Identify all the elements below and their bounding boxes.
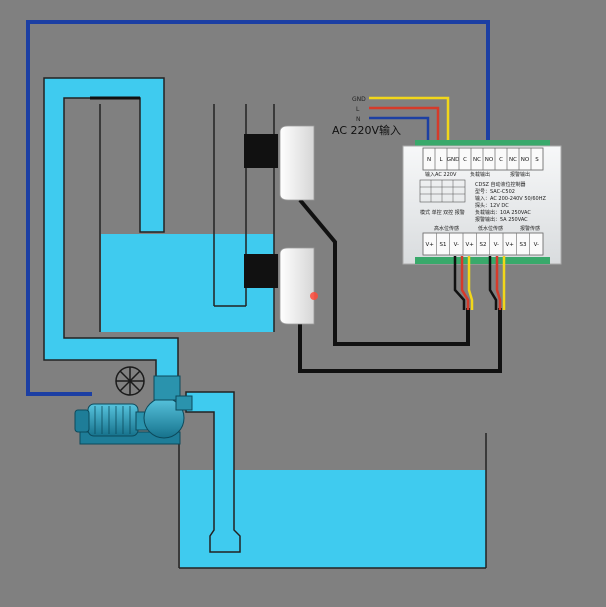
upper-level-sensor xyxy=(244,125,315,201)
sensor-leads xyxy=(453,256,506,310)
terminal-label: GND xyxy=(447,157,460,163)
upper-tank-sensor-tube-water-gap xyxy=(214,234,246,304)
terminal-label: V- xyxy=(534,242,539,248)
supply-pipe-water xyxy=(43,77,179,381)
priming-valve-handwheel-icon xyxy=(115,366,145,396)
terminal-cell xyxy=(530,147,544,171)
terminal-label: L xyxy=(439,157,443,163)
spec-alarm: 报警输出：5A 250VAC xyxy=(475,216,528,223)
wire-l xyxy=(369,106,440,146)
wire-label-gnd: GND xyxy=(352,96,366,103)
capacitive-level-sensor-icon xyxy=(279,247,315,325)
terminal-label: S1 xyxy=(440,242,447,248)
wiring-mini-diagram xyxy=(419,179,466,203)
lower-sensor-clamp xyxy=(244,254,278,288)
spec-input: 输入：AC 200-240V 50/60HZ xyxy=(475,195,546,202)
terminal-label: V- xyxy=(494,242,499,248)
bottom-group-1: 高水位传感 xyxy=(434,225,459,232)
lower-sensor-cable xyxy=(298,308,502,373)
lower-level-sensor xyxy=(244,247,318,325)
spec-load: 负载输出：10A 250VAC xyxy=(475,209,531,216)
bottom-group-3: 报警传感 xyxy=(520,225,540,232)
terminal-label: S xyxy=(535,157,539,163)
terminal-label: S3 xyxy=(520,242,527,248)
terminal-label: C xyxy=(463,157,467,163)
terminal-label: S2 xyxy=(480,242,487,248)
terminal-label: NO xyxy=(521,157,530,163)
relay2-label: 报警输出 xyxy=(510,171,530,178)
water-pump-icon xyxy=(74,366,193,445)
model-number: 型号：SAC-C502 xyxy=(475,188,515,195)
power-input-wires xyxy=(369,96,450,146)
sensor-cables xyxy=(298,198,502,373)
terminal-label: NC xyxy=(473,157,481,163)
terminal-label: NO xyxy=(485,157,494,163)
terminal-label: N xyxy=(427,157,431,163)
bottom-terminal-labels: V+ S1 V- V+ S2 V- V+ S3 V- xyxy=(422,232,544,256)
wire-gnd xyxy=(369,96,450,146)
power-section-label: 输入AC 220V xyxy=(425,171,457,178)
suction-pipe xyxy=(185,391,241,553)
sensor-indicator-led xyxy=(310,292,318,300)
terminal-label: C xyxy=(499,157,503,163)
terminal-cell xyxy=(529,232,544,256)
terminal-label: NC xyxy=(509,157,517,163)
terminal-label: V+ xyxy=(465,242,474,248)
mode-line: 模式 单控 双控 报警 xyxy=(420,209,465,216)
wire-label-l: L xyxy=(356,106,360,113)
relay1-label: 负载输出 xyxy=(470,171,490,178)
upper-sensor-clamp xyxy=(244,134,278,168)
bottom-group-2: 低水位传感 xyxy=(478,225,503,232)
wire-label-n: N xyxy=(356,116,361,123)
power-input-label: AC 220V输入 xyxy=(332,123,401,137)
controller-din-rail-top xyxy=(415,140,550,147)
model-title: CDSZ 自动液位控制器 xyxy=(475,181,526,188)
capacitive-level-sensor-icon xyxy=(279,125,315,201)
pump-power-wire-blue xyxy=(26,20,490,396)
terminal-label: V- xyxy=(454,242,459,248)
spec-probe: 探头：12V DC xyxy=(475,202,509,209)
terminal-label: V+ xyxy=(425,242,434,248)
controller-din-rail-bottom xyxy=(415,257,550,264)
terminal-label: V+ xyxy=(505,242,514,248)
upper-sensor-cable xyxy=(298,198,470,346)
wire-n xyxy=(369,116,430,146)
supply-pipe xyxy=(43,77,179,381)
